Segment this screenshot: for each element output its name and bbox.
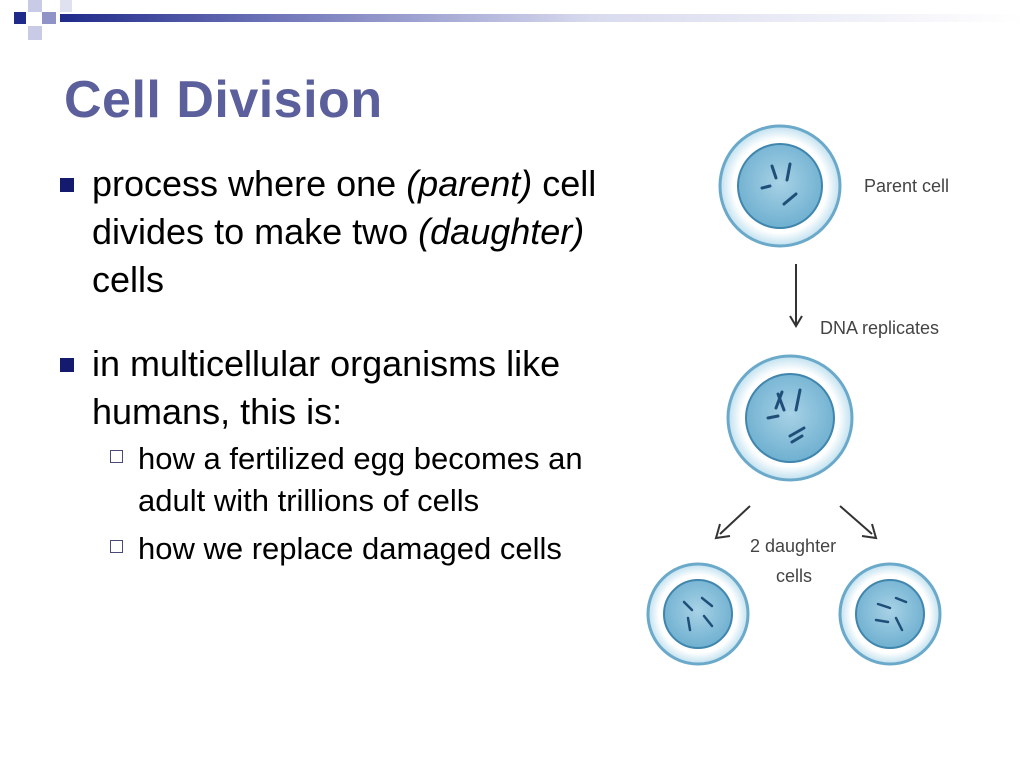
daughter-label-line2: cells xyxy=(776,566,812,586)
slide-top-band xyxy=(14,0,1024,40)
parent-term: (parent) xyxy=(406,163,533,204)
daughter-label-line1: 2 daughter xyxy=(750,536,836,556)
daughter-cell-left-icon xyxy=(646,562,750,666)
bullet-text-2: cell divides to make two xyxy=(92,163,597,252)
hollow-square-bullet-icon xyxy=(110,540,123,553)
cell-division-diagram: Parent cell DNA replicates 2 daughter ce… xyxy=(646,124,949,666)
slide-title: Cell Division xyxy=(64,71,383,129)
parent-cell-label: Parent cell xyxy=(864,176,949,196)
arrow-down-left-icon xyxy=(714,505,751,540)
parent-cell-icon xyxy=(718,124,842,248)
sub-bullet-text-1: how a fertilized egg becomes an adult wi… xyxy=(138,441,583,518)
hollow-square-bullet-icon xyxy=(110,450,123,463)
dna-replicates-label: DNA replicates xyxy=(820,318,939,338)
bullet-square-icon xyxy=(60,358,74,372)
slide-content: process where one (parent) cell divides … xyxy=(56,160,636,570)
sub-bullet-replace-cells: how we replace damaged cells xyxy=(56,528,636,570)
daughter-term: (daughter) xyxy=(418,211,585,252)
arrow-down-icon xyxy=(789,264,803,328)
bullet-text-3: cells xyxy=(92,259,165,300)
replicated-cell-icon xyxy=(726,354,854,482)
bullet-multicellular: in multicellular organisms like humans, … xyxy=(56,340,636,436)
bullet-text-1: process where one xyxy=(92,163,407,204)
arrow-down-right-icon xyxy=(839,505,878,540)
bullet-definition: process where one (parent) cell divides … xyxy=(56,160,636,304)
sub-bullet-text-2: how we replace damaged cells xyxy=(138,531,562,566)
bullet-square-icon xyxy=(60,178,74,192)
bullet-multicellular-text: in multicellular organisms like humans, … xyxy=(92,343,561,432)
sub-bullet-fertilized-egg: how a fertilized egg becomes an adult wi… xyxy=(56,438,636,522)
daughter-cell-right-icon xyxy=(838,562,942,666)
